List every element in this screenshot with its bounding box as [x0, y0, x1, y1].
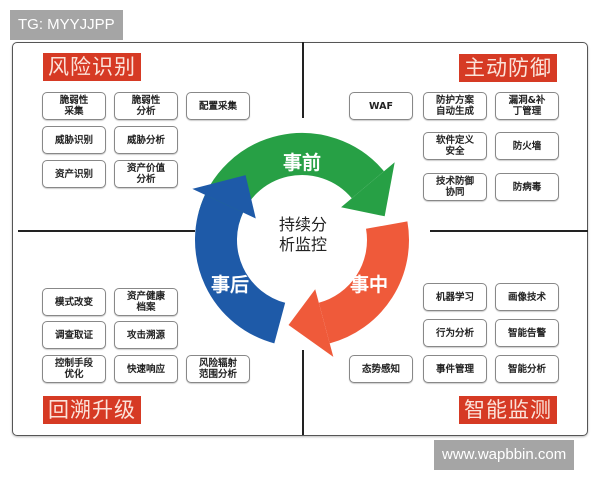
box-item: 脆弱性 分析	[114, 92, 178, 120]
label-before: 事前	[283, 152, 322, 174]
box-item: 威胁分析	[114, 126, 178, 154]
after-arc	[195, 194, 286, 344]
box-item: WAF	[349, 92, 413, 120]
box-item: 威胁识别	[42, 126, 106, 154]
box-item: 漏洞&补 丁管理	[495, 92, 559, 120]
divider	[302, 350, 304, 435]
during-arc	[318, 221, 409, 344]
diagram-frame	[12, 42, 588, 436]
watermark-top: TG: MYYJJPP	[10, 10, 123, 40]
divider	[430, 230, 588, 232]
center-label: 持续分 析监控	[278, 215, 327, 254]
box-item: 资产识别	[42, 160, 106, 188]
title-active-defense: 主动防御	[459, 54, 557, 82]
box-item: 控制手段 优化	[42, 355, 106, 383]
box-item: 技术防御 协同	[423, 173, 487, 201]
label-after: 事后	[211, 274, 250, 296]
divider	[18, 230, 195, 232]
box-item: 调查取证	[42, 321, 106, 349]
box-item: 风险辐射 范围分析	[186, 355, 250, 383]
box-item: 防护方案 自动生成	[423, 92, 487, 120]
before-arrowhead	[341, 162, 395, 217]
box-item: 防病毒	[495, 173, 559, 201]
during-arrowhead	[288, 289, 334, 357]
box-item: 配置采集	[186, 92, 250, 120]
box-item: 攻击溯源	[114, 321, 178, 349]
title-retrospective-upgrade: 回溯升级	[43, 396, 141, 424]
box-item: 智能分析	[495, 355, 559, 383]
title-risk-identification: 风险识别	[43, 53, 141, 81]
box-item: 快速响应	[114, 355, 178, 383]
title-intelligent-monitoring: 智能监测	[459, 396, 557, 424]
label-during: 事中	[350, 274, 389, 296]
box-item: 模式改变	[42, 288, 106, 316]
box-item: 态势感知	[349, 355, 413, 383]
box-item: 机器学习	[423, 283, 487, 311]
box-item: 防火墙	[495, 132, 559, 160]
box-item: 行为分析	[423, 319, 487, 347]
box-item: 资产价值 分析	[114, 160, 178, 188]
box-item: 事件管理	[423, 355, 487, 383]
box-item: 脆弱性 采集	[42, 92, 106, 120]
box-item: 软件定义 安全	[423, 132, 487, 160]
divider	[302, 42, 304, 118]
box-item: 画像技术	[495, 283, 559, 311]
watermark-bottom: www.wapbbin.com	[434, 440, 575, 470]
box-item: 智能告警	[495, 319, 559, 347]
after-arrowhead	[192, 175, 256, 219]
box-item: 资产健康 档案	[114, 288, 178, 316]
